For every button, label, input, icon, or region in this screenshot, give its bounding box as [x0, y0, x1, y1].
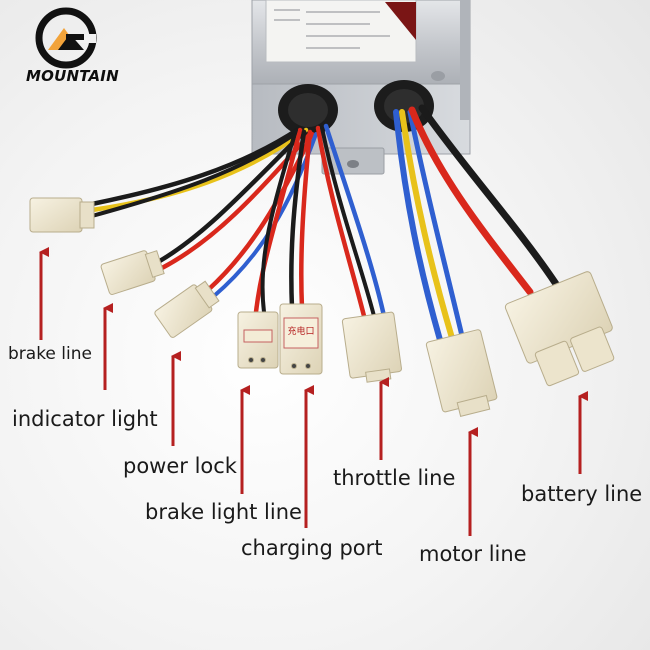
charging-connector-text: 充电口 [287, 325, 314, 337]
charging-port-connector: 充电口 [279, 303, 323, 375]
label-corner-mark [385, 2, 416, 40]
throttle-line-label: throttle line [333, 466, 456, 490]
battery-line-connector [504, 271, 615, 387]
brake-line-connector [29, 197, 95, 233]
controller-box [251, 0, 471, 175]
indicator-arrows [39, 247, 588, 536]
motor-line-connector [425, 329, 498, 417]
wire-harness [89, 104, 560, 343]
brake-line-label: brake line [8, 344, 92, 364]
mountain-logo-icon [35, 7, 97, 69]
connectors: 充电口 [29, 197, 615, 417]
power-lock-connector [154, 280, 220, 338]
brand-name: MOUNTAIN [26, 67, 119, 85]
power-lock-label: power lock [123, 454, 237, 478]
indicator-light-connector [100, 250, 165, 295]
battery-line-label: battery line [521, 482, 643, 506]
brake-light-line-label: brake light line [145, 500, 302, 524]
charging-port-label: charging port [241, 536, 383, 560]
brake-light-line-connector [237, 311, 279, 369]
indicator-light-label: indicator light [12, 407, 158, 431]
motor-line-label: motor line [419, 542, 527, 566]
screw-icon [431, 71, 445, 81]
throttle-line-connector [341, 311, 402, 383]
